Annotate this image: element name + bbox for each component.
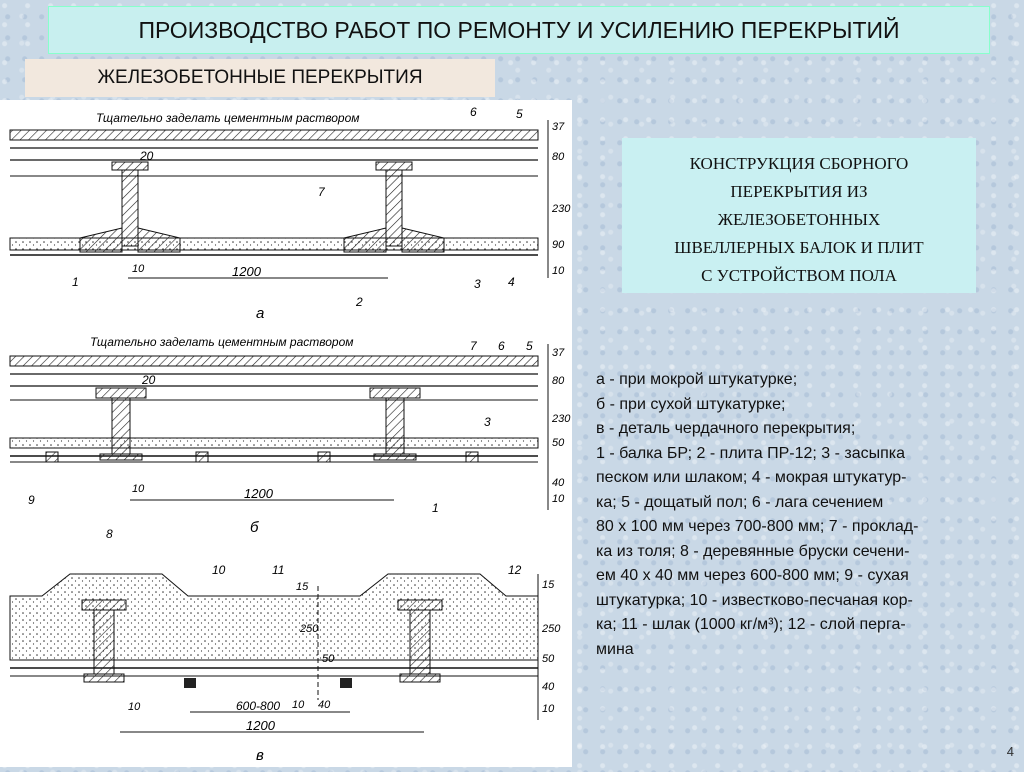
label-3-b: 3 bbox=[484, 415, 491, 429]
dim-37-a: 37 bbox=[552, 121, 565, 133]
label-7-a: 7 bbox=[318, 185, 326, 199]
dim-40-b: 40 bbox=[552, 477, 565, 489]
label-1-b: 1 bbox=[432, 501, 439, 515]
legend-line: ка; 5 - дощатый пол; 6 - лага сечением bbox=[596, 493, 884, 511]
dim-1200-c: 1200 bbox=[246, 718, 276, 733]
dim-230-a: 230 bbox=[551, 203, 571, 215]
dim-50-b: 50 bbox=[552, 437, 565, 449]
label-1-a: 1 bbox=[72, 275, 79, 289]
dim-1200-b: 1200 bbox=[244, 486, 274, 501]
dim-10-a-right: 10 bbox=[552, 265, 565, 277]
caption-c: в bbox=[256, 747, 264, 764]
section-b: Тщательно заделать цементным раствором 2… bbox=[9, 335, 571, 541]
dim-230-b: 230 bbox=[551, 413, 571, 425]
legend-line: штукатурка; 10 - известково-песчаная кор… bbox=[596, 591, 913, 609]
construction-callout: КОНСТРУКЦИЯ СБОРНОГО ПЕРЕКРЫТИЯ ИЗ ЖЕЛЕЗ… bbox=[622, 138, 976, 293]
dim-10-b-right: 10 bbox=[552, 493, 565, 505]
dim-10-c-mid: 10 bbox=[292, 699, 305, 711]
label-11-c: 11 bbox=[272, 563, 284, 577]
legend-line: 1 - балка БР; 2 - плита ПР-12; 3 - засып… bbox=[596, 444, 906, 462]
dim-20-a: 20 bbox=[139, 149, 154, 163]
callout-line-2: ПЕРЕКРЫТИЯ ИЗ bbox=[730, 182, 868, 201]
label-12-c: 12 bbox=[508, 563, 522, 577]
beam-left-c bbox=[81, 599, 127, 683]
caption-b: б bbox=[250, 519, 259, 536]
dim-15-c: 15 bbox=[296, 581, 309, 593]
beam-right-b bbox=[369, 387, 421, 461]
legend-line: 80 х 100 мм через 700-800 мм; 7 - прокла… bbox=[596, 518, 919, 535]
beam-right-c bbox=[397, 599, 443, 683]
dim-10-b: 10 bbox=[132, 483, 145, 495]
section-a: Тщательно заделать цементным раствором 2… bbox=[9, 105, 571, 322]
beam-left-b bbox=[95, 387, 147, 461]
beam-left-a bbox=[79, 161, 181, 253]
caption-a: а bbox=[256, 305, 264, 322]
legend-line: ка из толя; 8 - деревянные бруски сечени… bbox=[596, 542, 910, 560]
dim-250-c: 250 bbox=[299, 623, 319, 635]
dim-80-b: 80 bbox=[552, 375, 565, 387]
dim-1200-a: 1200 bbox=[232, 264, 262, 279]
label-6-a: 6 bbox=[470, 105, 477, 119]
legend-line: в - деталь чердачного перекрытия; bbox=[596, 420, 856, 437]
callout-line-4: ШВЕЛЛЕРНЫХ БАЛОК И ПЛИТ bbox=[674, 238, 924, 257]
legend-line: а - при мокрой штукатурке; bbox=[596, 371, 798, 388]
callout-line-5: С УСТРОЙСТВОМ ПОЛА bbox=[701, 266, 897, 285]
legend-line: песком или шлаком; 4 - мокрая штукатур- bbox=[596, 469, 907, 486]
label-6-b: 6 bbox=[498, 339, 505, 353]
label-9-b: 9 bbox=[28, 493, 35, 507]
section-subtitle: ЖЕЛЕЗОБЕТОННЫЕ ПЕРЕКРЫТИЯ bbox=[25, 59, 495, 97]
dim-20-b: 20 bbox=[141, 373, 156, 387]
dim-15-c-right: 15 bbox=[542, 579, 555, 591]
label-5-b: 5 bbox=[526, 339, 533, 353]
legend-line: мина bbox=[596, 640, 634, 658]
legend-line: ем 40 х 40 мм через 600-800 мм; 9 - суха… bbox=[596, 567, 909, 584]
label-8-b: 8 bbox=[106, 527, 113, 541]
legend-line: ка; 11 - шлак (1000 кг/м³); 12 - слой пе… bbox=[596, 616, 906, 633]
page-number: 4 bbox=[1006, 744, 1014, 759]
label-7-b: 7 bbox=[470, 339, 478, 353]
dim-600-800-c: 600-800 bbox=[236, 699, 280, 713]
dim-40-c: 40 bbox=[318, 699, 331, 711]
legend-text: а - при мокрой штукатурке; б - при сухой… bbox=[596, 368, 1016, 662]
section-c: 15 250 50 10 11 12 600-800 1200 10 10 40… bbox=[9, 563, 561, 764]
dim-37-b: 37 bbox=[552, 347, 565, 359]
label-5-a: 5 bbox=[516, 107, 523, 121]
floor-construction-drawing: Тщательно заделать цементным раствором 2… bbox=[0, 100, 572, 767]
callout-line-1: КОНСТРУКЦИЯ СБОРНОГО bbox=[689, 154, 909, 173]
label-4-a: 4 bbox=[508, 275, 515, 289]
dim-10-c: 10 bbox=[128, 701, 141, 713]
legend-line: б - при сухой штукатурке; bbox=[596, 395, 786, 413]
dim-250-c-right: 250 bbox=[541, 623, 561, 635]
label-2-a: 2 bbox=[355, 295, 363, 309]
dim-50-c: 50 bbox=[322, 653, 335, 665]
dim-50-c-right: 50 bbox=[542, 653, 555, 665]
note-a: Тщательно заделать цементным раствором bbox=[96, 111, 360, 125]
dim-10-a: 10 bbox=[132, 263, 145, 275]
dim-10-c-right: 10 bbox=[542, 703, 555, 715]
dim-90-a: 90 bbox=[552, 239, 565, 251]
label-10-c: 10 bbox=[212, 563, 226, 577]
note-b: Тщательно заделать цементным раствором bbox=[90, 335, 354, 349]
beam-right-a bbox=[343, 161, 445, 253]
label-3-a: 3 bbox=[474, 277, 481, 291]
dim-80-a: 80 bbox=[552, 151, 565, 163]
dim-40-c-right: 40 bbox=[542, 681, 555, 693]
callout-line-3: ЖЕЛЕЗОБЕТОННЫХ bbox=[717, 210, 881, 229]
slide-title: ПРОИЗВОДСТВО РАБОТ ПО РЕМОНТУ И УСИЛЕНИЮ… bbox=[48, 6, 990, 54]
